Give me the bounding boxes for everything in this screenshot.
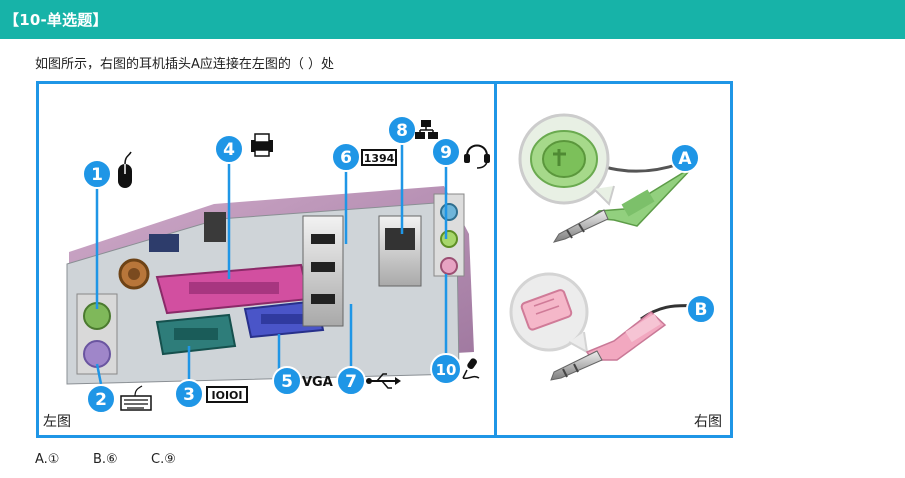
svg-text:3: 3	[183, 385, 195, 405]
firewire-label: 1394	[361, 149, 397, 166]
question-text: 如图所示，右图的耳机插头A应连接在左图的（ ）处	[35, 57, 335, 72]
svg-text:10: 10	[436, 361, 457, 379]
svg-text:6: 6	[340, 148, 352, 168]
motherboard-photo	[66, 186, 474, 385]
badge-6: 6	[331, 142, 361, 172]
badge-10: 10	[430, 353, 462, 385]
network-icon	[415, 120, 438, 139]
vga-label: VGA	[302, 375, 333, 390]
port-badges: 1 2 3 4 5 6 7 8 9 10	[82, 115, 462, 414]
badge-3: 3	[174, 379, 204, 409]
svg-text:A: A	[678, 149, 692, 169]
badge-8: 8	[387, 115, 417, 145]
option-c[interactable]: C.⑨	[151, 452, 176, 467]
svg-text:IOIOI: IOIOI	[212, 389, 243, 402]
option-a[interactable]: A.①	[35, 452, 60, 467]
svg-text:2: 2	[95, 390, 107, 410]
badge-4: 4	[214, 134, 244, 164]
svg-text:8: 8	[396, 121, 408, 141]
headphone-plug-b	[509, 272, 700, 381]
badge-5: 5	[272, 366, 302, 396]
headphone-plug-a	[518, 113, 695, 243]
svg-text:1: 1	[91, 165, 103, 185]
figure-divider	[494, 84, 497, 435]
printer-icon	[251, 133, 273, 157]
left-figure-caption: 左图	[43, 414, 71, 430]
svg-text:5: 5	[281, 372, 293, 392]
svg-text:1394: 1394	[364, 152, 395, 165]
svg-text:VGA: VGA	[302, 375, 333, 390]
plug-b-label: B	[686, 294, 716, 324]
keyboard-icon	[120, 385, 152, 411]
callout-lines	[95, 142, 448, 385]
badge-9: 9	[431, 137, 461, 167]
question-header-bar: 【10-单选题】	[0, 0, 905, 39]
serial-port-icon: IOIOI	[206, 386, 248, 403]
question-type-title: 【10-单选题】	[4, 11, 108, 29]
figure-illustration: 1 2 3 4 5 6 7 8 9 10 IOIOI	[66, 113, 716, 414]
badge-7: 7	[336, 366, 366, 396]
badge-2: 2	[86, 384, 116, 414]
usb-icon	[366, 373, 401, 389]
svg-text:B: B	[695, 300, 708, 320]
headphones-icon	[464, 144, 490, 169]
svg-text:9: 9	[440, 143, 452, 163]
mouse-icon	[118, 151, 132, 188]
svg-text:4: 4	[223, 140, 235, 160]
plug-a-label: A	[670, 143, 700, 173]
option-b[interactable]: B.⑥	[93, 452, 118, 467]
microphone-icon	[462, 358, 480, 380]
svg-text:7: 7	[345, 372, 357, 392]
right-figure-caption: 右图	[694, 414, 722, 430]
question-figure: 1 2 3 4 5 6 7 8 9 10 IOIOI	[36, 81, 733, 438]
badge-1: 1	[82, 159, 112, 189]
